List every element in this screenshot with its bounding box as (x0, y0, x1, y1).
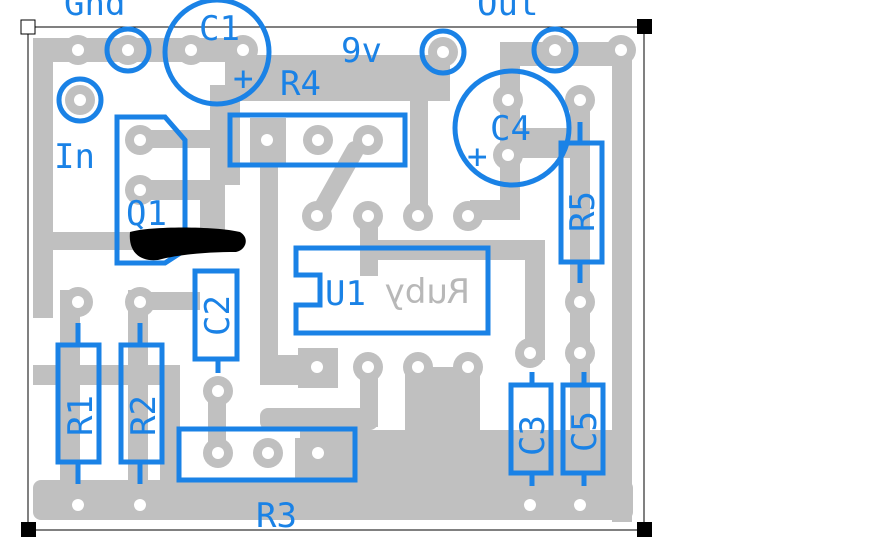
pad (353, 201, 383, 231)
pad (228, 35, 258, 65)
label-r4: R4 (280, 64, 321, 104)
label-c4: C4 (490, 109, 531, 149)
label-gnd: Gnd (64, 0, 125, 24)
pad (125, 287, 155, 317)
c1-plus: + (233, 59, 253, 99)
label-9v: 9v (341, 31, 382, 71)
resize-handle-bottom-right[interactable] (637, 522, 652, 537)
label-r5: R5 (563, 191, 603, 232)
label-in: In (54, 137, 95, 177)
board-outline (27, 26, 645, 531)
pad (453, 201, 483, 231)
r3-outline (176, 426, 358, 483)
pad (565, 85, 595, 115)
pad (353, 125, 383, 155)
label-u1: U1 (325, 274, 366, 314)
pad (428, 37, 458, 67)
pad (493, 85, 523, 115)
resize-handle-bottom-left[interactable] (21, 522, 36, 537)
labels: Gnd C1 + 9v Out R4 In C4 + Q1 R5 U1 C2 R… (54, 0, 605, 536)
pad (63, 490, 93, 520)
pad (65, 85, 95, 115)
pad (540, 35, 570, 65)
pads (63, 35, 636, 520)
pad (203, 438, 233, 468)
pad (125, 125, 155, 155)
pad (303, 125, 333, 155)
9v-terminal-outline (419, 28, 467, 76)
pad (113, 35, 143, 65)
pad (565, 338, 595, 368)
pad (303, 438, 333, 468)
pad (252, 125, 282, 155)
pad (302, 201, 332, 231)
label-r1: R1 (61, 395, 101, 436)
silkscreen (55, 0, 606, 486)
ink-blob (129, 227, 246, 261)
pad (515, 490, 545, 520)
c4-plus: + (467, 137, 487, 177)
pad (493, 140, 523, 170)
pad (403, 352, 433, 382)
label-out: Out (477, 0, 538, 24)
pad (125, 490, 155, 520)
pad (203, 376, 233, 406)
u1-outline (293, 245, 491, 336)
pad (565, 490, 595, 520)
pad (125, 175, 155, 205)
pad (353, 352, 383, 382)
pad (606, 35, 636, 65)
c1-outline (162, 0, 272, 107)
gnd-terminal-outline (104, 26, 152, 74)
copper-text: Ruby (385, 272, 470, 312)
pad (453, 352, 483, 382)
label-r2: R2 (124, 395, 164, 436)
pad (403, 201, 433, 231)
out-terminal-outline (531, 26, 579, 74)
resize-handle-top-left[interactable] (20, 19, 36, 35)
label-c5: C5 (565, 411, 605, 452)
c4-outline (452, 68, 572, 188)
pad (253, 438, 283, 468)
pad (63, 287, 93, 317)
pad (63, 35, 93, 65)
resize-handle-top-right[interactable] (637, 19, 652, 34)
pad (302, 352, 332, 382)
label-c3: C3 (513, 415, 553, 456)
pad (565, 287, 595, 317)
label-c2: C2 (198, 295, 238, 336)
label-r3: R3 (256, 496, 297, 536)
label-c1: C1 (199, 9, 240, 49)
in-terminal-outline (56, 76, 104, 124)
r4-outline (227, 112, 408, 168)
label-q1: Q1 (126, 194, 167, 234)
pad (515, 338, 545, 368)
pad (176, 35, 206, 65)
